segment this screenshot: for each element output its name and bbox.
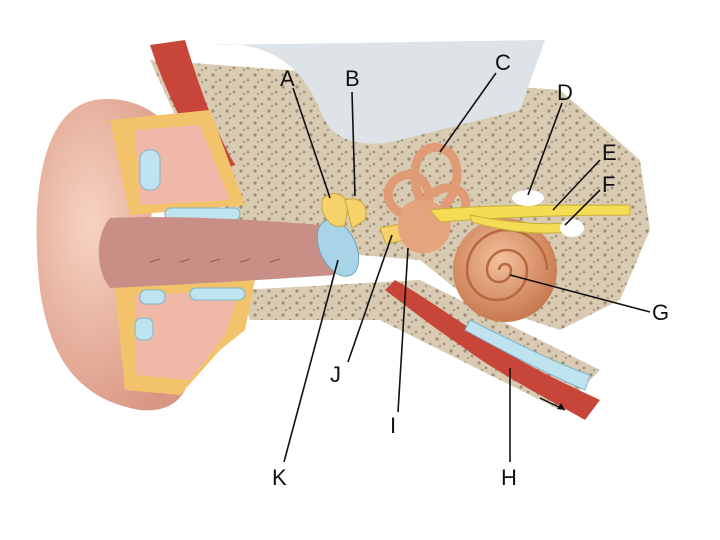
label-f: F: [602, 172, 615, 197]
cartilage-1: [140, 150, 160, 190]
label-e: E: [602, 140, 617, 165]
cartilage-5: [135, 318, 153, 340]
label-i: I: [390, 413, 396, 438]
label-h: H: [501, 465, 517, 490]
label-b: B: [345, 66, 360, 91]
cartilage-4: [190, 288, 245, 300]
label-k: K: [272, 465, 287, 490]
cartilage-3: [140, 290, 165, 304]
ear-canal: [99, 217, 335, 288]
label-c: C: [495, 50, 511, 75]
label-g: G: [652, 300, 669, 325]
label-j: J: [330, 362, 341, 387]
internal-acoustic-meatus: [512, 190, 544, 206]
nerve-opening: [560, 219, 584, 237]
vestibule: [398, 200, 451, 253]
label-d: D: [557, 80, 573, 105]
label-a: A: [280, 66, 295, 91]
